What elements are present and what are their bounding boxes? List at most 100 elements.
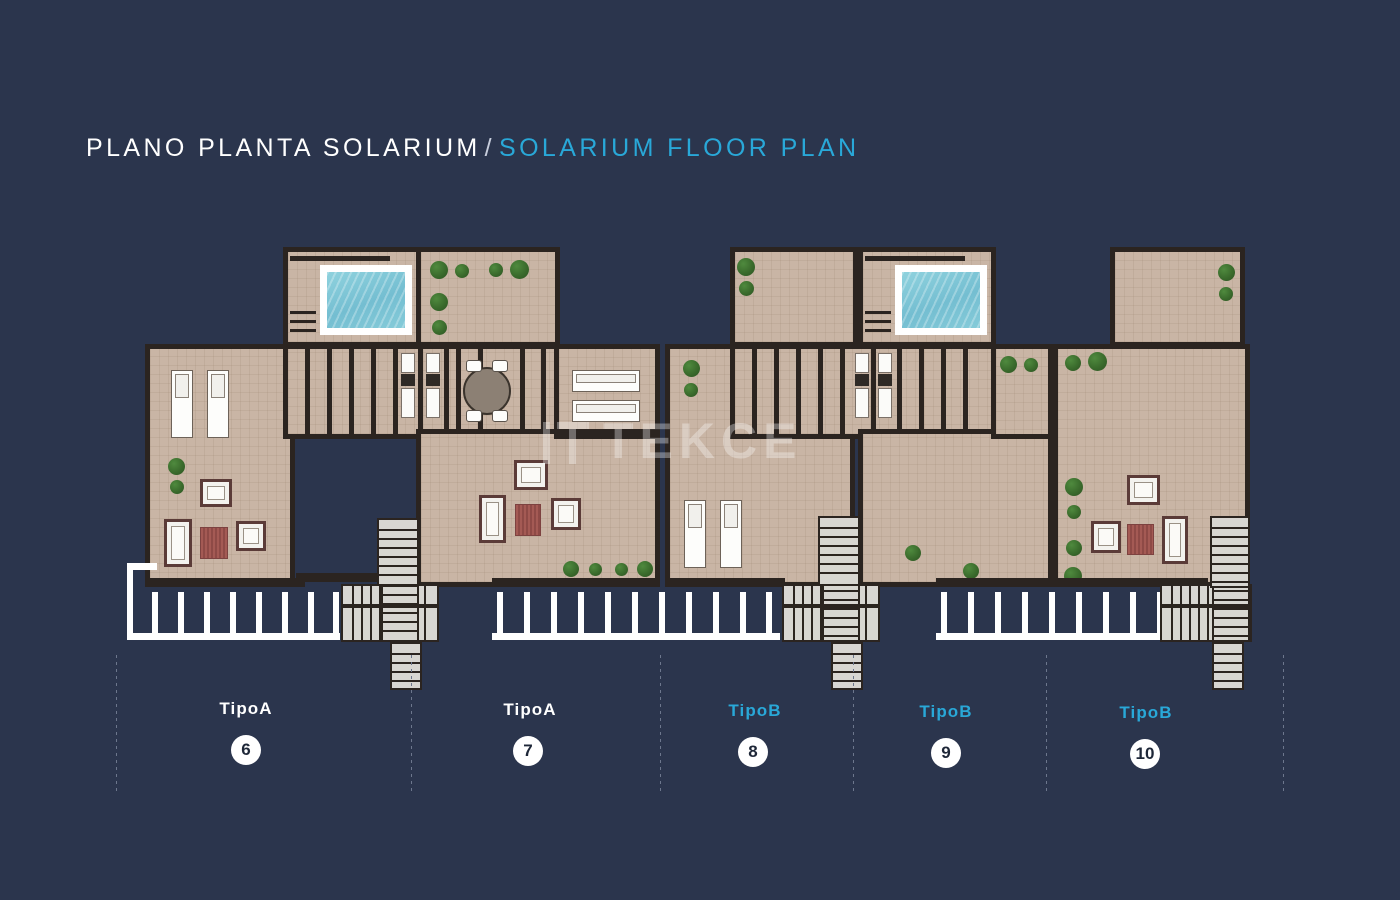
sofa xyxy=(551,498,581,530)
baluster xyxy=(551,592,557,636)
stair-tread xyxy=(383,594,417,596)
terrace-edge-wall xyxy=(665,578,785,587)
stair-tread xyxy=(1198,586,1200,640)
bathroom-counter xyxy=(426,374,440,386)
lounger xyxy=(171,370,193,438)
baluster xyxy=(178,592,184,636)
stair-tread xyxy=(383,630,417,632)
plant xyxy=(1024,358,1038,372)
unit-divider xyxy=(853,655,854,791)
stair-tread xyxy=(1212,545,1248,547)
bathroom-wc xyxy=(426,388,440,418)
baluster xyxy=(578,592,584,636)
unit-number-7[interactable]: 7 xyxy=(513,736,543,766)
plant xyxy=(1066,540,1082,556)
pergola-slat xyxy=(963,349,968,434)
lounger xyxy=(207,370,229,438)
stair-landing-rail xyxy=(782,604,880,608)
balcony-railing xyxy=(492,633,780,640)
baluster xyxy=(766,592,772,636)
pergola-slat xyxy=(371,349,376,434)
baluster xyxy=(740,592,746,636)
stair-landing-rail xyxy=(1160,604,1252,608)
balcony-railing xyxy=(127,563,133,639)
baluster xyxy=(941,592,947,636)
pool-louver xyxy=(865,256,965,261)
unit-number-9[interactable]: 9 xyxy=(931,738,961,768)
staircase-lower-flight xyxy=(1212,642,1244,690)
stair-tread xyxy=(802,586,804,640)
baluster xyxy=(308,592,314,636)
swimming-pool-right xyxy=(895,265,987,335)
bathroom-sink xyxy=(878,353,892,373)
bathroom-sink xyxy=(401,353,415,373)
sofa xyxy=(1091,521,1121,553)
title-english: SOLARIUM FLOOR PLAN xyxy=(499,134,860,162)
baluster xyxy=(713,592,719,636)
stair-tread xyxy=(352,586,354,640)
baluster xyxy=(686,592,692,636)
staircase-lower-flight xyxy=(831,642,863,690)
bathroom-wc xyxy=(855,388,869,418)
stair-tread xyxy=(824,617,858,619)
pergola-slat xyxy=(305,349,310,434)
unit6-inner-staircase xyxy=(377,518,419,586)
pool-louver xyxy=(865,329,891,332)
baluster xyxy=(1022,592,1028,636)
baluster xyxy=(995,592,1001,636)
unit-number-10[interactable]: 10 xyxy=(1130,739,1160,769)
baluster xyxy=(968,592,974,636)
rug xyxy=(200,527,228,559)
stair-tread xyxy=(1180,586,1182,640)
plant xyxy=(683,360,700,377)
stair-landing-rail xyxy=(341,604,439,608)
stair-tread xyxy=(1214,599,1248,601)
baluster xyxy=(230,592,236,636)
stair-tread xyxy=(1214,662,1242,664)
pool-water xyxy=(327,272,405,328)
pool-water xyxy=(902,272,980,328)
stair-tread xyxy=(1212,581,1248,583)
stair-tread xyxy=(383,621,417,623)
sofa xyxy=(1127,475,1160,505)
sofa xyxy=(514,460,548,490)
plant xyxy=(589,563,602,576)
stair-tread xyxy=(820,586,822,640)
stair-tread xyxy=(1212,563,1248,565)
stair-tread xyxy=(1212,536,1248,538)
plant xyxy=(739,281,754,296)
stair-tread xyxy=(1214,653,1242,655)
unit-number-6[interactable]: 6 xyxy=(231,735,261,765)
pergola-slat xyxy=(520,349,525,434)
stair-tread xyxy=(833,662,861,664)
baluster xyxy=(204,592,210,636)
stair-tread xyxy=(1214,671,1242,673)
stair-tread xyxy=(1171,586,1173,640)
baluster xyxy=(605,592,611,636)
unit-number-8[interactable]: 8 xyxy=(738,737,768,767)
stair-tread xyxy=(379,574,417,576)
terrace-edge-wall xyxy=(1053,578,1208,587)
plant xyxy=(455,264,469,278)
baluster xyxy=(152,592,158,636)
baluster xyxy=(632,592,638,636)
baluster xyxy=(524,592,530,636)
terrace-edge-wall xyxy=(296,573,416,582)
lounger xyxy=(572,370,640,392)
pergola-slat xyxy=(541,349,546,434)
bathroom-divider-wall xyxy=(871,349,876,434)
stair-tread xyxy=(392,653,420,655)
sofa xyxy=(479,495,506,543)
balcony-railing xyxy=(127,563,157,570)
stair-tread xyxy=(392,662,420,664)
sofa xyxy=(164,519,192,567)
plant xyxy=(1065,355,1081,371)
bathroom-wc xyxy=(401,388,415,418)
pool-louver xyxy=(290,320,316,323)
dining-chair xyxy=(466,360,482,372)
plant xyxy=(430,293,448,311)
rug xyxy=(515,504,541,536)
unit7-terrace-floor-ext xyxy=(559,349,655,439)
pergola-slat xyxy=(393,349,398,434)
